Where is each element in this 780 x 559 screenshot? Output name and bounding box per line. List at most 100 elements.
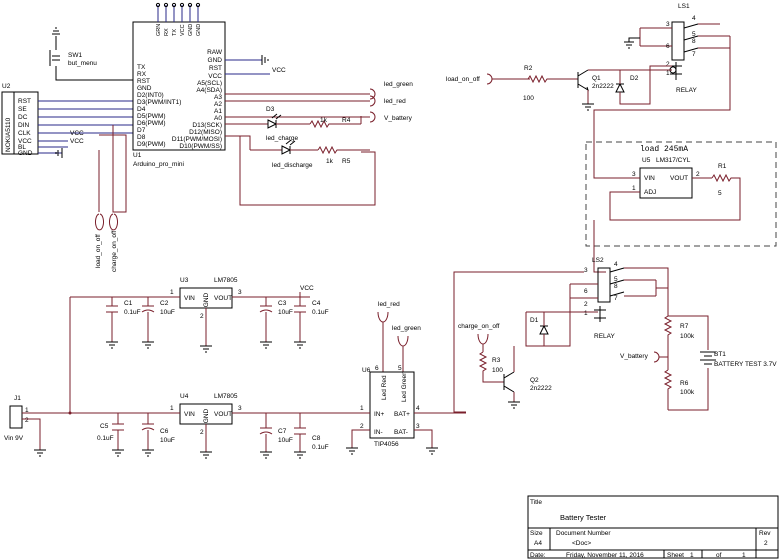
u4-part: LM7805 bbox=[214, 393, 238, 400]
mcu-left-pin-11: D9(PWM) bbox=[137, 141, 166, 148]
u6-led-red: Led Red bbox=[381, 375, 388, 400]
mcu-part: Arduino_pro_mini bbox=[133, 161, 184, 168]
u6-bat-plus: BAT+ bbox=[394, 411, 410, 418]
u3-vout: VOUT bbox=[214, 295, 232, 302]
u3-gnd-icon bbox=[200, 345, 212, 353]
net-led-green-lower: led_green bbox=[392, 325, 421, 332]
caps-bottom: C5 0.1uF C6 10uF C7 10uF C8 0.1uF bbox=[97, 413, 329, 459]
lcd-pin-4: CLK bbox=[18, 130, 31, 137]
led-discharge-icon bbox=[281, 145, 292, 155]
q2-gnd-icon bbox=[508, 401, 520, 409]
mcu-gnd-icon bbox=[261, 55, 269, 65]
ls2-pin-2: 6 bbox=[584, 288, 588, 295]
u3-ref: U3 bbox=[180, 277, 189, 284]
u6-part: TIP4056 bbox=[374, 441, 399, 448]
tb-title-label: Title bbox=[530, 499, 542, 506]
mcu-top-pin-0: GRN bbox=[156, 24, 162, 36]
u6-pin1: 1 bbox=[360, 405, 364, 412]
ls1-pin-3: 5 bbox=[692, 31, 696, 38]
lcd-pin-0: RST bbox=[18, 98, 31, 105]
u6-in-minus: IN- bbox=[374, 429, 383, 436]
u3-pin3: 3 bbox=[238, 289, 242, 296]
load-box bbox=[585, 141, 777, 247]
u6-gnd-icon-2 bbox=[426, 447, 438, 455]
c7-icon bbox=[259, 413, 273, 452]
tb-date-label: Date: bbox=[530, 552, 546, 559]
ls2-pin-0: 3 bbox=[584, 267, 588, 274]
net-flags bbox=[369, 88, 376, 123]
c3-value: 10uF bbox=[278, 309, 293, 316]
mcu-left-pin-7: D5(PWM) bbox=[137, 113, 166, 120]
u6-pin2: 2 bbox=[360, 423, 364, 430]
c8-value: 0.1uF bbox=[312, 444, 329, 451]
r4-icon bbox=[309, 119, 361, 129]
switch-sw1: SW1 but_menu bbox=[49, 27, 133, 81]
u4-vout: VOUT bbox=[214, 411, 232, 418]
lcd-pin-box bbox=[13, 91, 39, 155]
lcd-gnd-icon bbox=[55, 148, 63, 158]
tb-size-label: Size bbox=[530, 530, 543, 537]
d2-icon bbox=[615, 82, 625, 93]
d3-ref: D3 bbox=[266, 106, 275, 113]
r3-ref: R3 bbox=[492, 357, 501, 364]
lcd-module-u2: U2 NOKIA5110 RST SE DC DIN CLK VCC BL GN… bbox=[1, 83, 133, 158]
c8-ref: C8 bbox=[312, 435, 321, 442]
c1-value: 0.1uF bbox=[124, 309, 141, 316]
net-v-battery-right: V_battery bbox=[620, 353, 649, 360]
c2-gnd-icon bbox=[142, 341, 154, 349]
ls1-pin-4: 8 bbox=[692, 38, 696, 45]
c2-ref: C2 bbox=[160, 300, 169, 307]
q1-icon bbox=[577, 69, 589, 92]
ls2-ref: LS2 bbox=[592, 257, 604, 264]
sw1-value: but_menu bbox=[68, 60, 97, 67]
title-block: Title Battery Tester Size A4 Document Nu… bbox=[527, 495, 779, 559]
mcu-right-pin-11: D12(MISO) bbox=[189, 129, 222, 136]
tb-rev: 2 bbox=[764, 540, 768, 547]
bt1-value: BATTERY TEST 3.7V bbox=[714, 361, 777, 368]
c4-icon bbox=[294, 297, 306, 342]
u6-ref: U6 bbox=[362, 367, 371, 374]
d1-ref: D1 bbox=[530, 317, 539, 324]
tb-title: Battery Tester bbox=[560, 513, 607, 522]
lcd-pin-1: SE bbox=[18, 106, 27, 113]
led-charge-icon bbox=[267, 119, 278, 129]
u4-pin2: 2 bbox=[200, 429, 204, 436]
u3-part: LM7805 bbox=[214, 277, 238, 284]
ls1-gnd-icon bbox=[624, 37, 640, 49]
j1-pin2: 2 bbox=[25, 417, 29, 424]
mcu-right-pin-2: RST bbox=[209, 65, 222, 72]
u4-pin1: 1 bbox=[170, 405, 174, 412]
mcu-right-pin-7: A2 bbox=[214, 101, 222, 108]
lcd-pin-2: DC bbox=[18, 114, 28, 121]
c3-ref: C3 bbox=[278, 300, 287, 307]
mcu-left-pin-8: D6(PWM) bbox=[137, 120, 166, 127]
r1-icon bbox=[609, 173, 741, 221]
c1-gnd-icon bbox=[106, 341, 118, 349]
mcu-left-pin-0: TX bbox=[137, 64, 146, 71]
r5-icon bbox=[317, 145, 370, 155]
c7-gnd-icon bbox=[260, 451, 272, 459]
u5-pin-adj: 1 bbox=[632, 185, 636, 192]
u6-pin4: 4 bbox=[416, 405, 420, 412]
u3-pin1: 1 bbox=[170, 289, 174, 296]
sw1-ref: SW1 bbox=[68, 52, 82, 59]
c4-ref: C4 bbox=[312, 300, 321, 307]
q1-ref: Q1 bbox=[592, 75, 601, 82]
r7-icon bbox=[663, 315, 673, 370]
r7-ref: R7 bbox=[680, 323, 689, 330]
mcu-left-pin-2: RST bbox=[137, 78, 150, 85]
mcu-right-pin-9: A0 bbox=[214, 115, 222, 122]
ls1-output-wire bbox=[593, 48, 731, 140]
c6-gnd-icon bbox=[142, 449, 154, 457]
mcu-right-pin-8: A1 bbox=[214, 108, 222, 115]
u4-gnd: GND bbox=[203, 408, 210, 423]
charger-u6: led_red led_green U6 Led Red Led Green I… bbox=[346, 301, 466, 455]
u3-gnd: GND bbox=[203, 292, 210, 307]
c6-icon bbox=[141, 413, 155, 450]
net-charge-on-off: charge_on_off bbox=[458, 323, 500, 330]
r6-ref: R6 bbox=[680, 380, 689, 387]
u6-bat-minus: BAT- bbox=[394, 429, 408, 436]
led-d3-group: D3 led_charge 1k R4 led_discharge 1k R5 bbox=[240, 106, 370, 169]
tb-date: Friday, November 11, 2016 bbox=[566, 552, 644, 559]
